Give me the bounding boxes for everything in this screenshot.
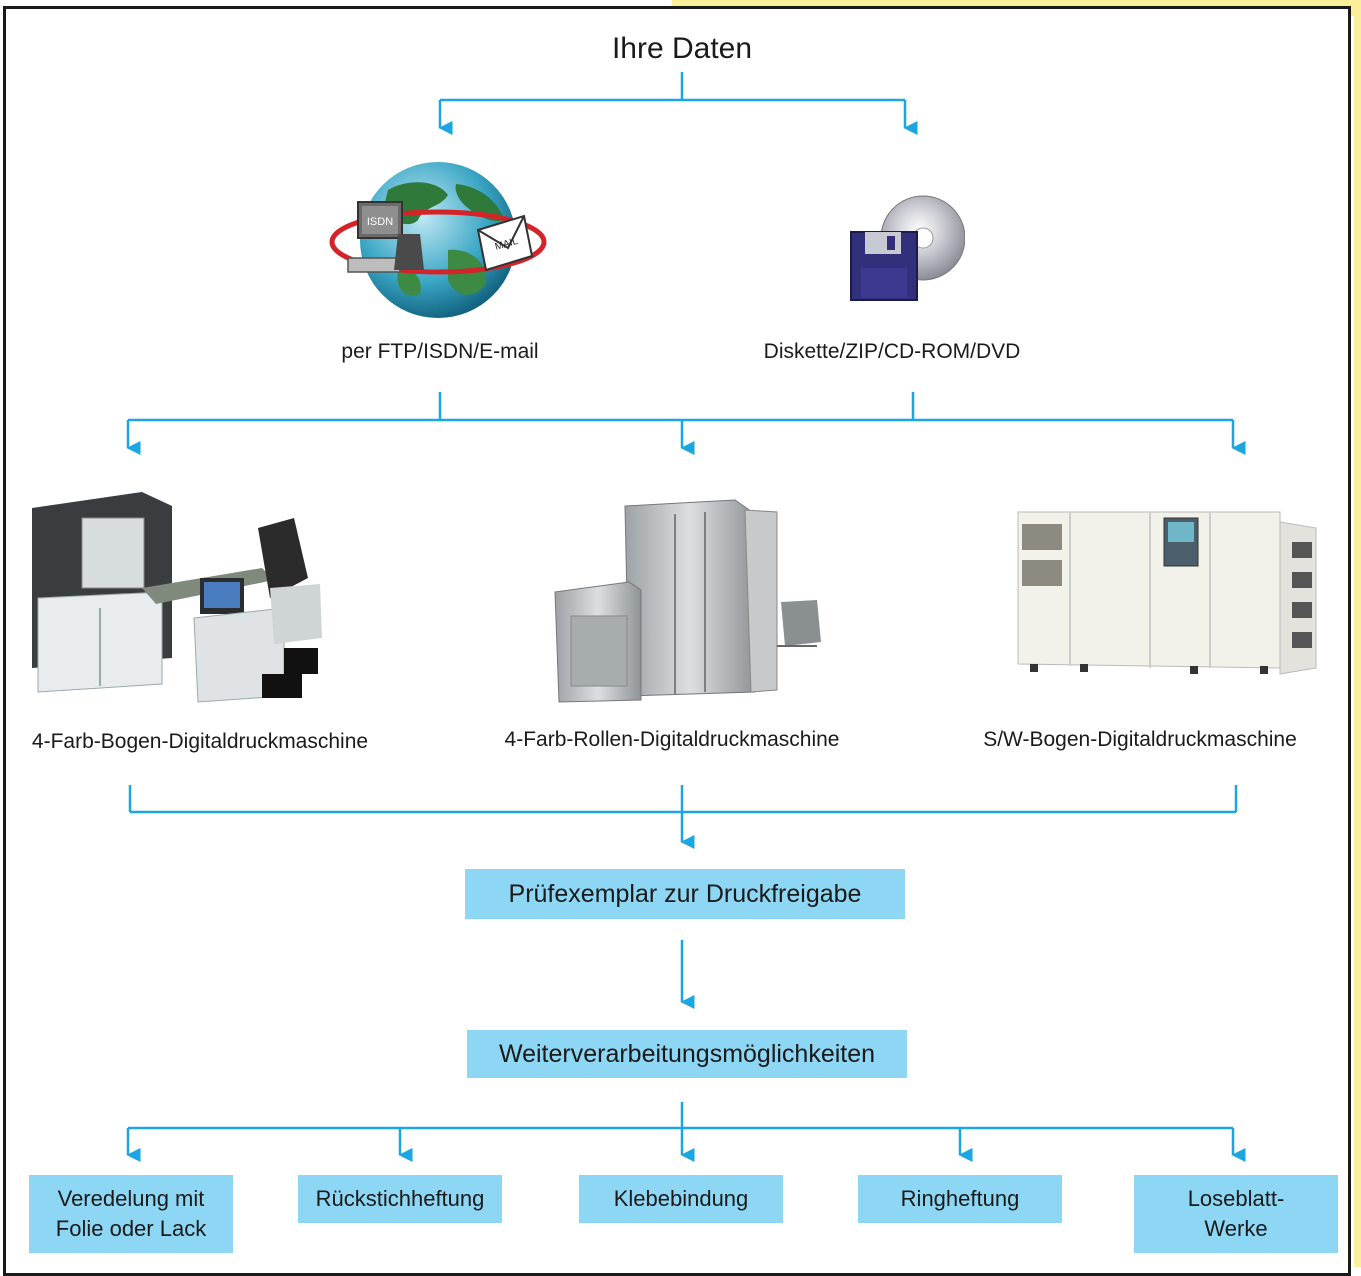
globe-network-icon: ISDN MAIL — [329, 162, 547, 318]
color-sheet-press-icon — [32, 492, 322, 703]
color-web-press-icon — [554, 499, 821, 703]
floppy-cd-icon — [850, 195, 965, 301]
finishing-option-rueckstich: Rückstichheftung — [298, 1175, 502, 1223]
source-ftp-label: per FTP/ISDN/E-mail — [341, 340, 539, 363]
machine-2-label: 4-Farb-Rollen-Digitaldruckmaschine — [504, 728, 840, 751]
diagram-title: Ihre Daten — [611, 32, 753, 65]
source-disk-label: Diskette/ZIP/CD-ROM/DVD — [763, 340, 1021, 363]
yellow-accent-side — [1354, 0, 1361, 1267]
machine-1-label: 4-Farb-Bogen-Digitaldruckmaschine — [31, 730, 369, 753]
finishing-title-box: Weiterverarbeitungsmöglichkeiten — [467, 1030, 907, 1078]
finishing-option-veredelung: Veredelung mit Folie oder Lack — [29, 1175, 233, 1253]
finishing-option-ringheftung: Ringheftung — [858, 1175, 1062, 1223]
isdn-badge-text: ISDN — [367, 216, 393, 228]
proof-box: Prüfexemplar zur Druckfreigabe — [465, 869, 905, 919]
finishing-option-klebebindung: Klebebindung — [579, 1175, 783, 1223]
machine-3-label: S/W-Bogen-Digitaldruckmaschine — [983, 728, 1297, 751]
bw-sheet-press-icon — [1017, 511, 1317, 675]
finishing-option-loseblatt: Loseblatt- Werke — [1134, 1175, 1338, 1253]
